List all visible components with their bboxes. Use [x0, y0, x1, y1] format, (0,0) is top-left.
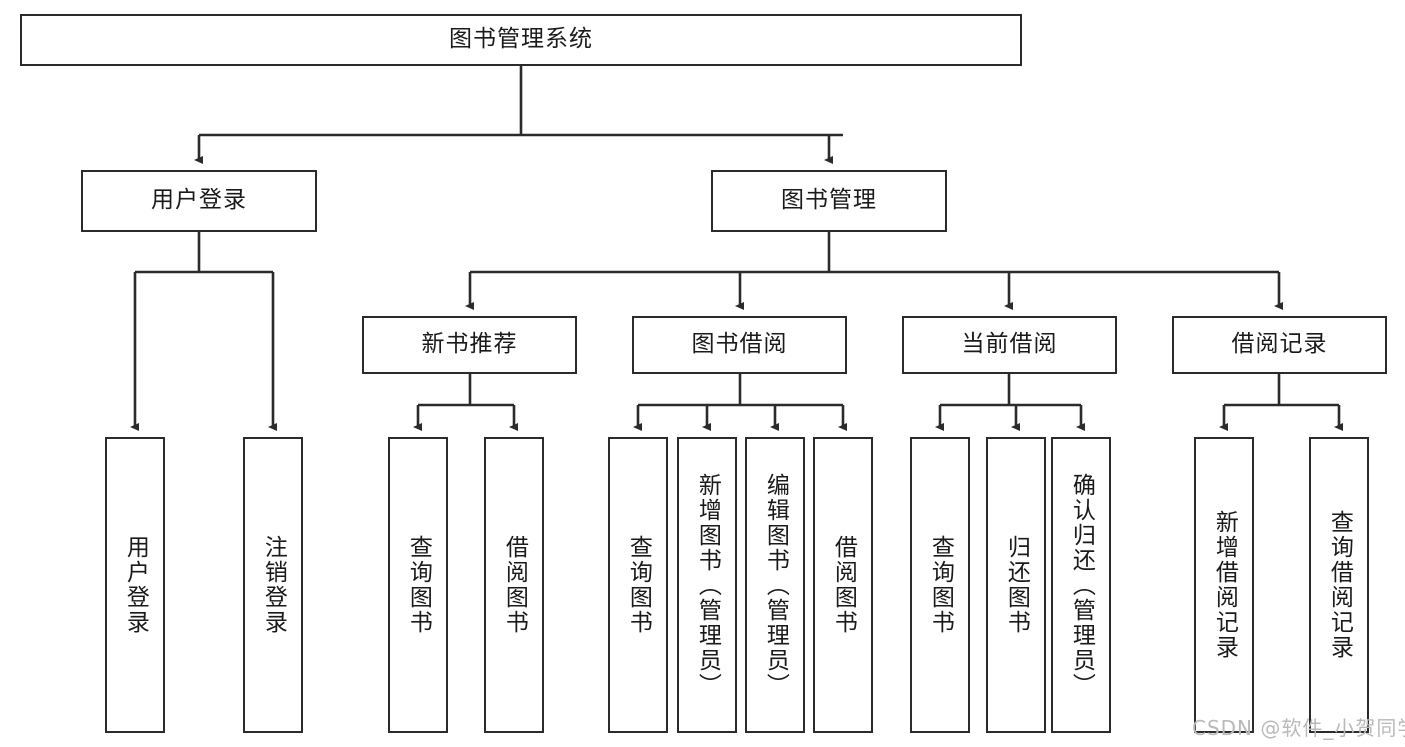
node-book-borrow-label: 图书借阅: [691, 331, 788, 358]
node-leaf-add-book-admin-label: 新增图书（管理员）: [694, 472, 721, 698]
node-leaf-user-logout[interactable]: 注销登录: [243, 437, 303, 733]
node-leaf-user-login-label: 用户登录: [122, 535, 149, 635]
node-leaf-query-borrow-record[interactable]: 查询借阅记录: [1309, 437, 1369, 733]
node-leaf-return-book-label: 归还图书: [1003, 535, 1030, 635]
node-book-manage-label: 图书管理: [781, 187, 877, 214]
node-root-label: 图书管理系统: [449, 26, 593, 53]
node-leaf-query-book-current-label: 查询图书: [927, 535, 954, 635]
csdn-watermark: CSDN @软件_小贺同学: [1192, 716, 1405, 740]
node-current-borrow-label: 当前借阅: [961, 331, 1058, 358]
node-leaf-confirm-return-admin-label: 确认归还（管理员）: [1068, 472, 1095, 698]
node-leaf-query-borrow-record-label: 查询借阅记录: [1326, 510, 1353, 660]
node-leaf-query-book-borrow[interactable]: 查询图书: [608, 437, 668, 733]
node-new-book-rec-label: 新书推荐: [421, 331, 518, 358]
node-root[interactable]: 图书管理系统: [20, 14, 1022, 66]
node-leaf-user-login[interactable]: 用户登录: [105, 437, 165, 733]
node-leaf-edit-book-admin[interactable]: 编辑图书（管理员）: [745, 437, 805, 733]
node-book-manage[interactable]: 图书管理: [711, 170, 947, 232]
node-leaf-query-book-rec[interactable]: 查询图书: [388, 437, 448, 733]
node-leaf-edit-book-admin-label: 编辑图书（管理员）: [762, 472, 789, 698]
node-leaf-borrow-book[interactable]: 借阅图书: [813, 437, 873, 733]
node-current-borrow[interactable]: 当前借阅: [902, 316, 1117, 374]
node-leaf-return-book[interactable]: 归还图书: [986, 437, 1046, 733]
node-user-login[interactable]: 用户登录: [81, 170, 317, 232]
node-leaf-add-book-admin[interactable]: 新增图书（管理员）: [677, 437, 737, 733]
node-leaf-confirm-return-admin[interactable]: 确认归还（管理员）: [1051, 437, 1111, 733]
node-leaf-query-book-current[interactable]: 查询图书: [910, 437, 970, 733]
node-new-book-rec[interactable]: 新书推荐: [362, 316, 577, 374]
node-book-borrow[interactable]: 图书借阅: [632, 316, 847, 374]
node-leaf-query-book-rec-label: 查询图书: [405, 535, 432, 635]
node-leaf-add-borrow-record[interactable]: 新增借阅记录: [1194, 437, 1254, 733]
node-borrow-record-label: 借阅记录: [1231, 331, 1328, 358]
node-user-login-label: 用户登录: [151, 187, 247, 214]
node-leaf-borrow-book-rec[interactable]: 借阅图书: [484, 437, 544, 733]
node-leaf-user-logout-label: 注销登录: [260, 535, 287, 635]
node-leaf-query-book-borrow-label: 查询图书: [625, 535, 652, 635]
node-leaf-add-borrow-record-label: 新增借阅记录: [1211, 510, 1238, 660]
node-leaf-borrow-book-rec-label: 借阅图书: [501, 535, 528, 635]
node-borrow-record[interactable]: 借阅记录: [1172, 316, 1387, 374]
node-leaf-borrow-book-label: 借阅图书: [830, 535, 857, 635]
